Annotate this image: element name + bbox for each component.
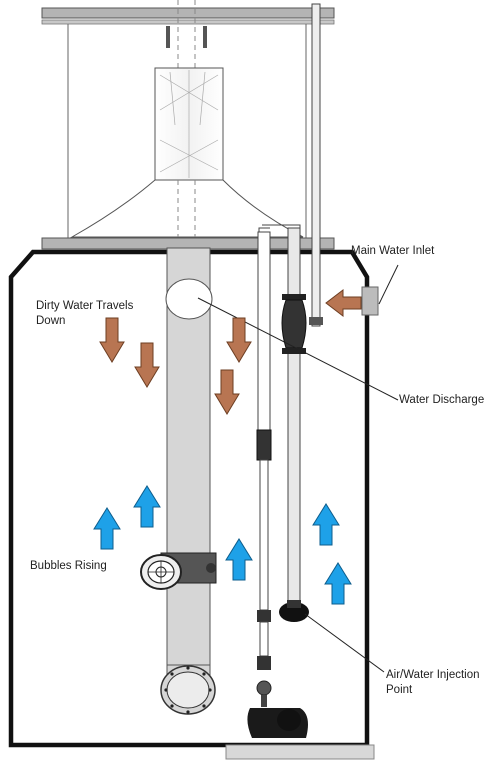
inlet-arrow — [325, 288, 362, 318]
down-arrow — [226, 317, 252, 363]
label-water-discharge: Water Discharge — [399, 394, 485, 406]
label-dirty-water: Dirty Water Travels Down — [36, 300, 134, 327]
leader-lines — [197, 264, 399, 673]
up-arrow — [312, 503, 340, 546]
label-bubbles-rising: Bubbles Rising — [30, 560, 107, 572]
down-arrow — [99, 317, 125, 363]
up-arrow — [93, 507, 121, 550]
label-main-water-inlet: Main Water Inlet — [351, 245, 435, 257]
discharge-opening — [165, 278, 213, 320]
up-arrow — [225, 538, 253, 581]
collection-cup — [41, 0, 335, 250]
discharge-pipe — [160, 247, 217, 715]
up-arrows — [93, 485, 352, 605]
base-stand — [225, 744, 375, 760]
up-arrow — [133, 485, 161, 528]
down-arrow — [134, 342, 160, 388]
inlet-assembly — [262, 3, 379, 622]
up-arrow — [324, 562, 352, 605]
pump-head — [140, 554, 182, 590]
label-injection-point: Air/Water Injection Point — [386, 669, 480, 696]
down-arrows — [99, 317, 252, 415]
down-arrow — [214, 369, 240, 415]
injection-nozzle — [279, 602, 309, 622]
